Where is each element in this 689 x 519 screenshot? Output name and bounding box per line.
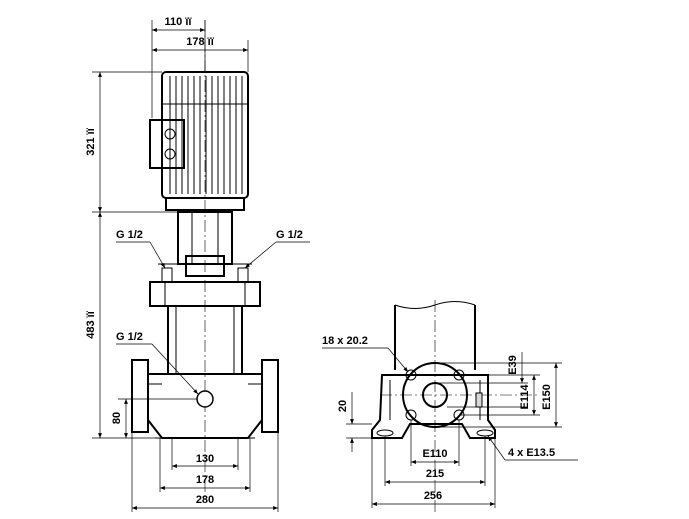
leader-line xyxy=(149,241,166,269)
base-view xyxy=(371,300,540,512)
base-dimensions: 18 x 20.2 E39 E114 E150 20 E110 215 xyxy=(322,335,578,508)
column-walls xyxy=(394,305,476,370)
port-labels: G 1/2 G 1/2 G 1/2 xyxy=(116,229,310,395)
dim-slot: 18 x 20.2 xyxy=(322,335,368,347)
foot-slot-icon xyxy=(476,429,494,437)
dim-base-280: 280 xyxy=(196,494,214,506)
vent-right-label: G 1/2 xyxy=(276,229,303,241)
leader-line xyxy=(487,435,506,461)
dim-e110: E110 xyxy=(422,448,447,460)
foot-slot-icon xyxy=(376,429,394,437)
inlet-flange xyxy=(131,359,149,433)
dim-motor-offset: 110 ïï xyxy=(165,16,193,28)
dim-base-130: 130 xyxy=(196,453,214,465)
front-dimensions: 110 ïï 178 ïï 321 ïï 483 ïï 80 130 178 2… xyxy=(85,16,279,512)
terminal-box xyxy=(149,119,185,169)
bolt-hole-icon xyxy=(405,369,417,381)
dim-base-178: 178 xyxy=(196,474,214,486)
dim-e150: E150 xyxy=(541,384,553,410)
dim-foot-20: 20 xyxy=(337,400,349,412)
dim-port-height: 80 xyxy=(111,412,123,424)
leader-line xyxy=(387,347,409,373)
drain-plug-icon xyxy=(196,390,214,408)
terminal-screw-icon xyxy=(164,128,176,140)
dim-e39: E39 xyxy=(507,355,519,375)
dim-215: 215 xyxy=(426,468,444,480)
motor-flange xyxy=(165,197,245,211)
leader-line xyxy=(244,241,277,269)
dim-motor-width: 178 ïï xyxy=(186,36,214,48)
dim-e114: E114 xyxy=(519,384,531,410)
dim-holes: 4 x E13.5 xyxy=(508,447,555,459)
motor xyxy=(149,71,249,211)
side-plug-icon xyxy=(475,392,483,408)
coupling-guard xyxy=(185,255,225,277)
drain-label: G 1/2 xyxy=(116,331,143,343)
vent-left-label: G 1/2 xyxy=(116,229,143,241)
dim-256: 256 xyxy=(424,490,442,502)
leader-line xyxy=(151,343,199,395)
outlet-flange xyxy=(261,359,279,433)
dim-pump-height: 483 ïï xyxy=(85,310,97,338)
terminal-screw-icon xyxy=(164,148,176,160)
column-break xyxy=(394,301,476,309)
base-body xyxy=(371,374,496,439)
dim-motor-height: 321 ïï xyxy=(85,127,97,155)
front-view xyxy=(131,20,279,500)
motor-fins xyxy=(169,76,243,194)
